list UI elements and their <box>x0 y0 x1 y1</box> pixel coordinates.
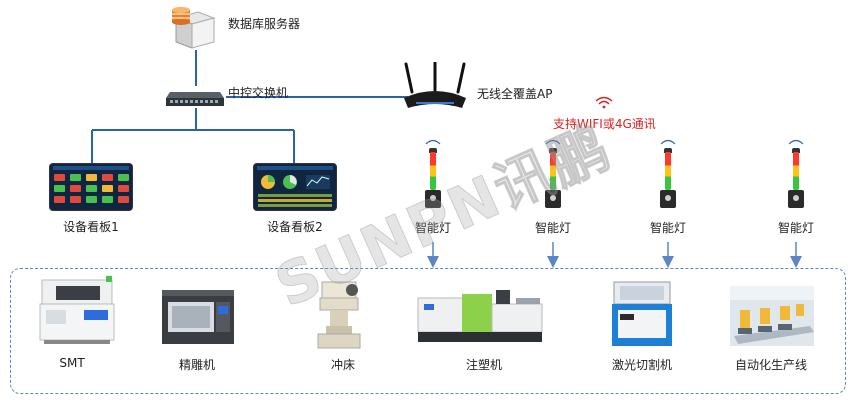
wifi-signal-icon <box>595 94 613 109</box>
machine-line-label: 自动化生产线 <box>734 358 808 372</box>
board-1-label: 设备看板1 <box>63 220 119 234</box>
punch-press-icon <box>316 280 362 354</box>
equipment-board-2-icon <box>254 164 336 210</box>
light-4-label: 智能灯 <box>777 221 815 235</box>
production-line-icon <box>730 286 814 350</box>
network-switch-icon <box>166 86 224 108</box>
production-area <box>10 268 846 394</box>
machine-laser-label: 激光切割机 <box>611 358 673 372</box>
board-2-label: 设备看板2 <box>267 220 323 234</box>
equipment-board-1-icon <box>50 164 132 210</box>
light-1-label: 智能灯 <box>414 221 452 235</box>
smart-light-4-icon <box>787 139 805 210</box>
smart-light-3-icon <box>659 139 677 210</box>
machine-punch-label: 冲床 <box>330 358 356 372</box>
ap-label: 无线全覆盖AP <box>477 87 553 101</box>
laser-cutter-icon <box>610 280 674 354</box>
injection-molding-icon <box>416 284 550 350</box>
machine-smt-label: SMT <box>59 356 85 370</box>
machine-injection-label: 注塑机 <box>465 358 503 372</box>
database-server-icon <box>168 4 216 50</box>
light-3-label: 智能灯 <box>649 221 687 235</box>
engraving-machine-icon <box>160 288 236 352</box>
smt-machine-icon <box>36 276 116 352</box>
machine-engraving-label: 精雕机 <box>178 358 216 372</box>
wireless-note: 支持WIFI或4G通讯 <box>553 117 656 131</box>
wireless-ap-icon <box>402 60 468 114</box>
switch-label: 中控交换机 <box>228 86 289 100</box>
light-2-label: 智能灯 <box>534 221 572 235</box>
server-label: 数据库服务器 <box>228 17 301 31</box>
smart-light-1-icon <box>424 139 442 210</box>
smart-light-2-icon <box>544 139 562 210</box>
